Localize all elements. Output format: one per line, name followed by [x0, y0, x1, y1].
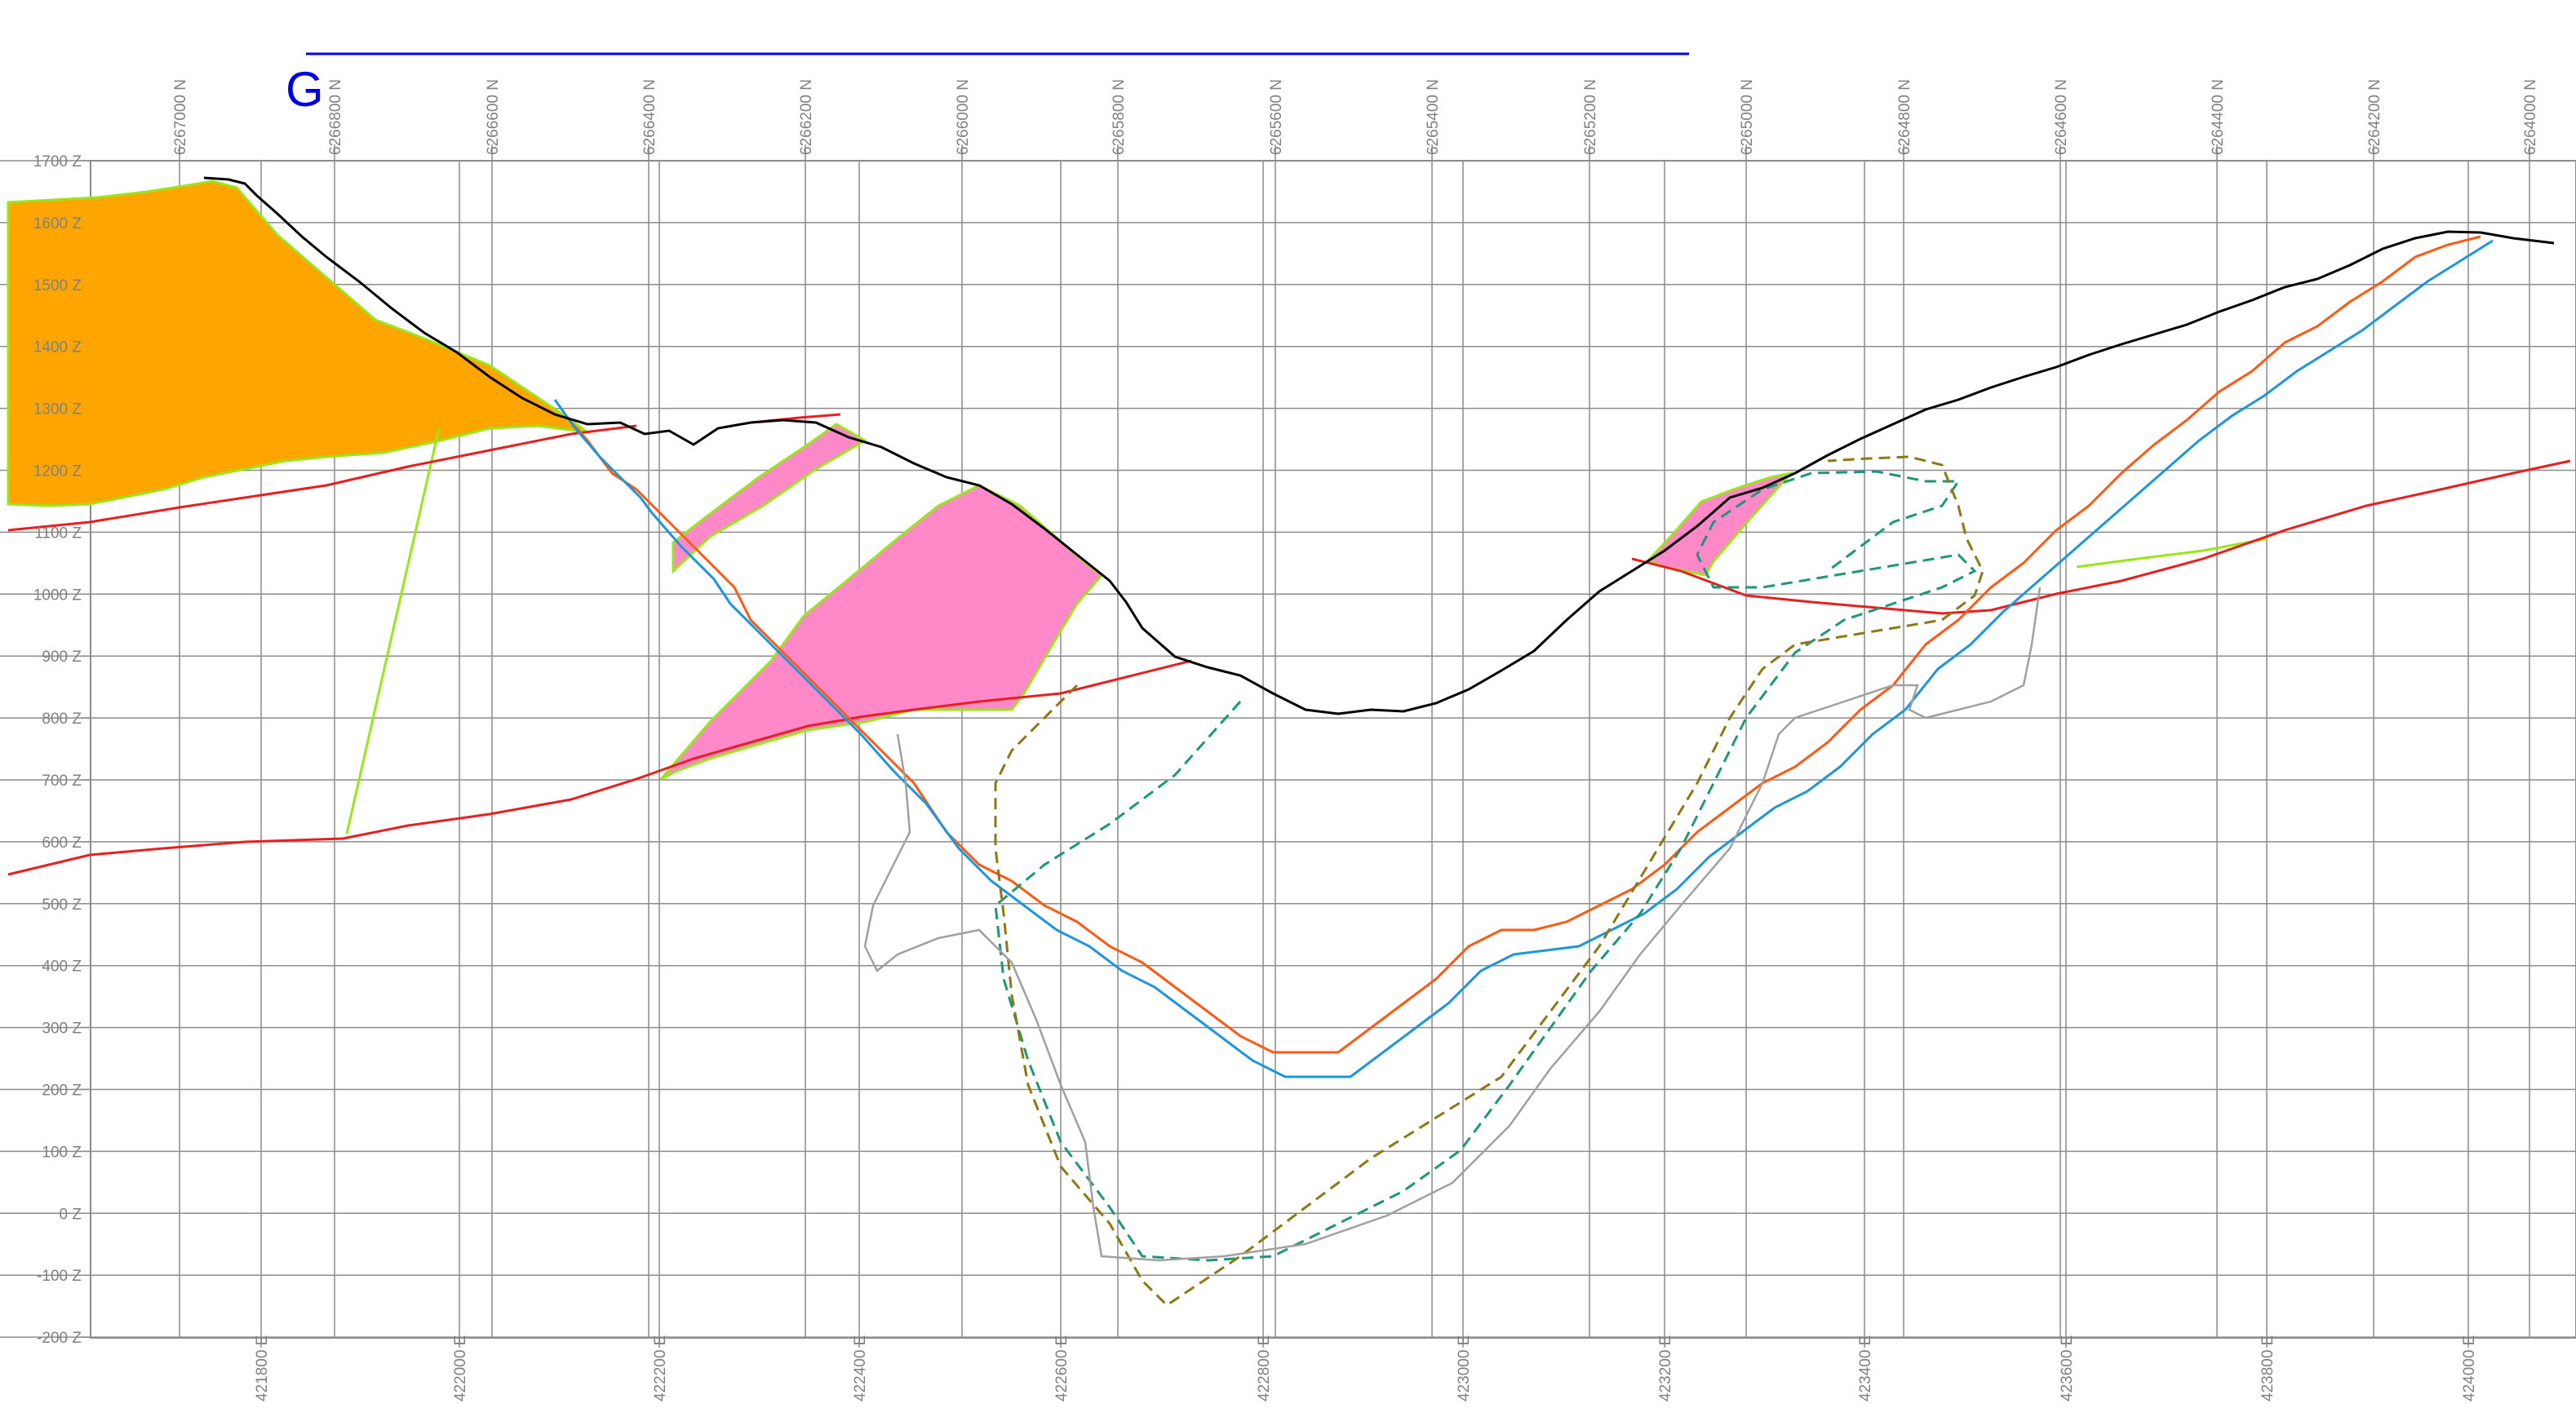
northing-gridlines	[179, 144, 2530, 1338]
green-contact-right	[2076, 537, 2269, 569]
pink-unit-main	[659, 484, 1104, 781]
northing-label: 6264000 N	[2522, 79, 2539, 155]
orange-pit-shell	[565, 235, 2481, 1054]
orange-unit-polygon	[7, 179, 592, 507]
elevation-label: 1600 Z	[33, 215, 82, 232]
northing-label: 6264800 N	[1896, 79, 1913, 155]
easting-label: 422000 E	[452, 1335, 469, 1401]
elevation-label: 1700 Z	[33, 153, 82, 170]
elevation-label: 100 Z	[42, 1144, 82, 1161]
northing-label: 6265800 N	[1111, 79, 1128, 155]
northing-label: 6266200 N	[798, 79, 815, 155]
elevation-label: 900 Z	[42, 649, 82, 666]
easting-label: 422600 E	[1053, 1335, 1071, 1401]
elevation-label: 800 Z	[42, 711, 82, 728]
easting-label: 422400 E	[852, 1335, 869, 1401]
elevation-label: 1200 Z	[33, 463, 82, 480]
easting-label: 424000 E	[2461, 1335, 2478, 1401]
elevation-label: 300 Z	[42, 1021, 82, 1038]
elevation-labels: 1700 Z 1600 Z 1500 Z 1400 Z 1300 Z 1200 Z 1100…	[33, 153, 82, 1347]
elevation-label: 600 Z	[42, 835, 82, 852]
section-letter: G	[286, 62, 324, 117]
elevation-label: -200 Z	[37, 1330, 82, 1347]
elevation-label: 500 Z	[42, 897, 82, 914]
easting-label: 423800 E	[2259, 1335, 2277, 1401]
elevation-label: -100 Z	[37, 1268, 82, 1285]
red-contact-right	[1631, 459, 2571, 615]
elevation-label: 1400 Z	[33, 339, 82, 356]
teal-dashed-outline	[994, 470, 1977, 1262]
northing-label: 6265200 N	[1582, 79, 1599, 155]
olive-dashed-outline	[994, 455, 1984, 1307]
red-contact-upper	[7, 424, 637, 532]
red-contact-left	[7, 659, 1192, 876]
northing-label: 6266600 N	[485, 79, 502, 155]
northing-label: 6264400 N	[2210, 79, 2227, 155]
elevation-label: 1000 Z	[33, 587, 82, 604]
pink-unit-upper-band	[672, 423, 867, 574]
easting-label: 422800 E	[1256, 1335, 1273, 1401]
easting-label: 423600 E	[2059, 1335, 2076, 1401]
northing-label: 6266400 N	[641, 79, 658, 155]
easting-gridlines	[260, 161, 2469, 1348]
easting-label: 423200 E	[1657, 1335, 1674, 1401]
elevation-label: 200 Z	[42, 1083, 82, 1100]
topography-line	[203, 176, 2555, 715]
northing-labels: 6267000 N 6266800 N 6266600 N 6266400 N 6266…	[172, 79, 2539, 155]
elevation-label: 1100 Z	[34, 525, 82, 542]
pink-unit-right	[1646, 471, 1795, 577]
plot-frame	[90, 160, 2576, 1339]
easting-label: 423000 E	[1456, 1335, 1473, 1401]
northing-label: 6267000 N	[172, 79, 189, 155]
northing-label: 6265600 N	[1268, 79, 1285, 155]
grey-outline	[863, 587, 2042, 1262]
elevation-label: 1500 Z	[33, 277, 82, 294]
elevation-label: 1300 Z	[33, 401, 82, 418]
northing-label: 6264200 N	[2366, 79, 2383, 155]
elevation-label: 0 Z	[60, 1206, 82, 1223]
elevation-label: 700 Z	[42, 773, 82, 790]
easting-label: 421800 E	[254, 1335, 271, 1401]
northing-label: 6266800 N	[327, 79, 344, 155]
easting-labels: 421800 E 422000 E 422200 E 422400 E 422600 E…	[254, 1335, 2478, 1401]
northing-label: 6265400 N	[1425, 79, 1442, 155]
blue-pit-shell	[553, 239, 2494, 1078]
elevation-label: 400 Z	[42, 959, 82, 976]
green-contact-line	[345, 427, 441, 835]
northing-label: 6265000 N	[1739, 79, 1756, 155]
northing-label: 6266000 N	[955, 79, 972, 155]
easting-label: 423400 E	[1857, 1335, 1874, 1401]
easting-label: 422200 E	[652, 1335, 669, 1401]
northing-label: 6264600 N	[2053, 79, 2070, 155]
